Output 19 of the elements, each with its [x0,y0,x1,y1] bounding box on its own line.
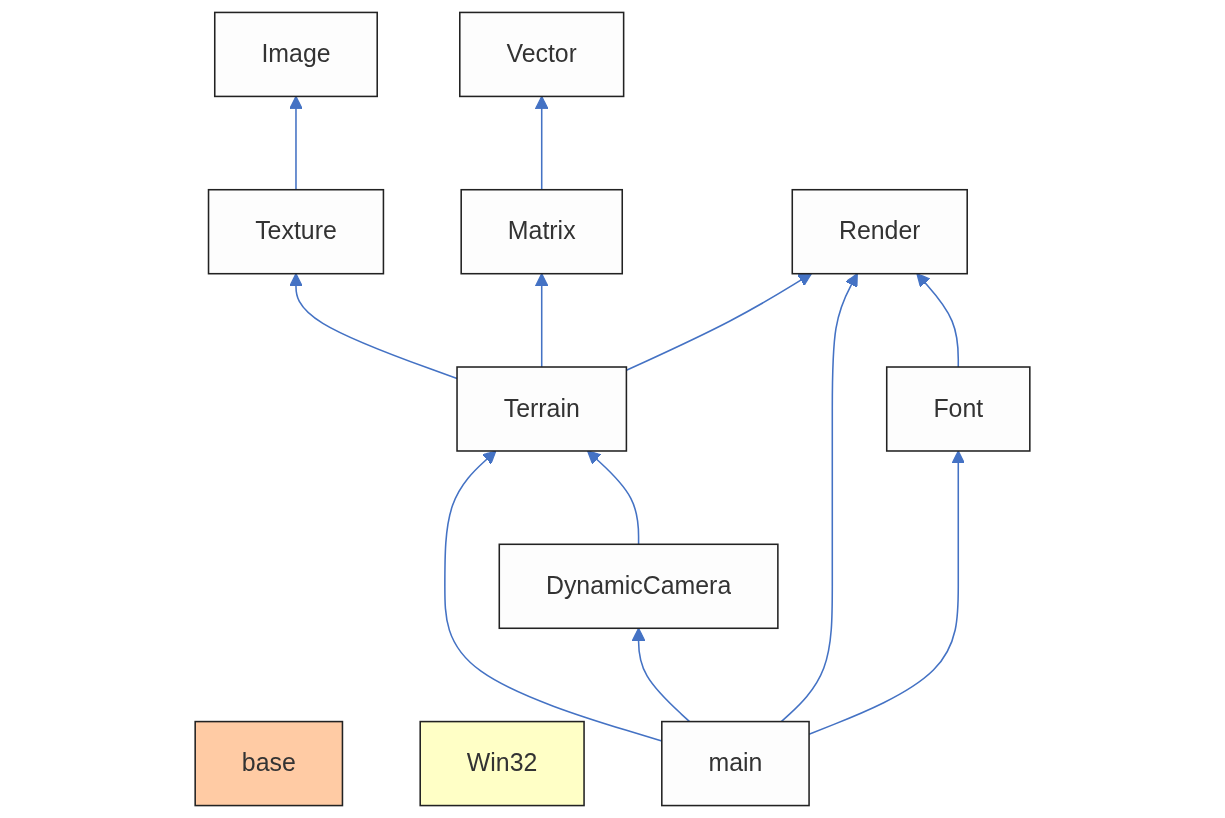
node-box: Vector [459,11,625,98]
arrow [534,273,549,368]
node-box: Render [791,188,968,275]
arrow [289,95,303,191]
node-box: Image [213,11,378,98]
arrow [586,450,640,546]
arrow [780,273,858,723]
node-box: Win32 [419,720,585,807]
node-box: base [194,720,344,807]
node-box: Font [885,366,1031,452]
arrow [289,273,458,380]
node-box: Matrix [460,188,623,275]
node-box: DynamicCamera [498,543,779,630]
node-box: Terrain [456,366,628,452]
arrow [534,95,549,191]
node-box: main [661,720,810,807]
arrow [916,273,960,368]
node-box: Texture [207,188,385,275]
arrow [631,627,691,723]
